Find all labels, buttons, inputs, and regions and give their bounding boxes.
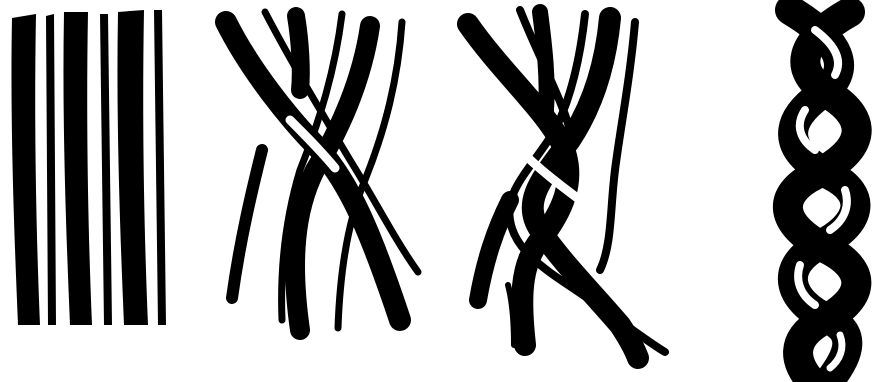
strand: [11, 14, 40, 325]
strand: [117, 10, 148, 325]
stage-3-loose-braid: [468, 10, 665, 358]
stage-2-crossing-strands: [226, 12, 418, 330]
strand: [232, 150, 262, 298]
strand: [46, 14, 56, 325]
strand: [63, 12, 92, 325]
strand: [154, 10, 166, 325]
strand: [540, 12, 547, 110]
strand: [296, 16, 301, 90]
stage-1-parallel-strands: [11, 10, 166, 325]
stage-4-tight-braid: [788, 10, 857, 380]
strand: [100, 14, 112, 325]
